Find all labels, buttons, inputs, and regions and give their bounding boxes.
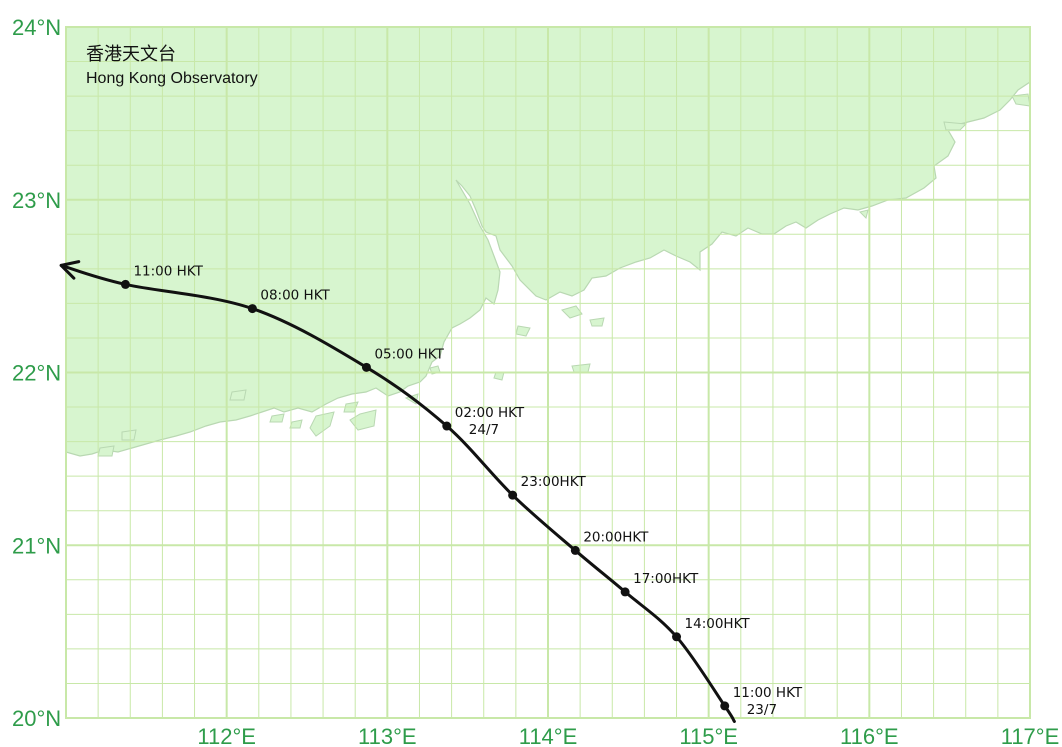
track-time-label: 11:00 HKT — [733, 685, 803, 701]
track-line — [59, 263, 736, 723]
lat-label: 24°N — [12, 15, 61, 40]
track-time-label: 08:00 HKT — [260, 288, 330, 304]
track-time-label: 20:00HKT — [583, 529, 649, 545]
org-name-en: Hong Kong Observatory — [86, 70, 258, 87]
lat-label: 20°N — [12, 706, 61, 731]
map-border — [65, 26, 1031, 719]
track-point — [720, 701, 730, 711]
lon-label: 115°E — [679, 724, 738, 747]
lon-label: 116°E — [840, 724, 899, 747]
track-time-label: 11:00 HKT — [133, 263, 203, 279]
track-point — [247, 304, 257, 314]
lon-label: 117°E — [1001, 724, 1060, 747]
lat-label: 22°N — [12, 361, 61, 386]
track-time-label: 14:00HKT — [685, 616, 751, 632]
track-point — [620, 587, 630, 597]
track-time-label: 23:00HKT — [521, 474, 587, 490]
track-point — [361, 362, 371, 372]
org-name-cn: 香港天文台 — [86, 44, 176, 65]
track-point — [120, 279, 130, 289]
track-point — [442, 421, 452, 431]
storm-track: 11:00 HKT23/714:00HKT17:00HKT20:00HKT23:… — [59, 260, 803, 723]
islands — [97, 93, 1031, 457]
lon-label: 114°E — [519, 724, 578, 747]
axis-labels: 24°N 23°N 22°N 21°N 20°N 112°E 113°E 114°E 115°E… — [12, 15, 1059, 747]
track-time-label: 02:00 HKT — [455, 405, 525, 421]
track-time-label: 05:00 HKT — [374, 346, 444, 362]
track-time-label: 17:00HKT — [633, 571, 699, 587]
track-date-label: 24/7 — [469, 422, 499, 438]
lat-label: 23°N — [12, 188, 61, 213]
lon-label: 113°E — [358, 724, 417, 747]
track-point — [508, 490, 518, 500]
track-arrowhead — [59, 260, 81, 280]
lon-label: 112°E — [197, 724, 256, 747]
grid — [65, 26, 1031, 719]
track-date-label: 23/7 — [747, 702, 777, 718]
lat-label: 21°N — [12, 533, 61, 558]
track-point — [570, 545, 580, 555]
track-point — [672, 632, 682, 642]
